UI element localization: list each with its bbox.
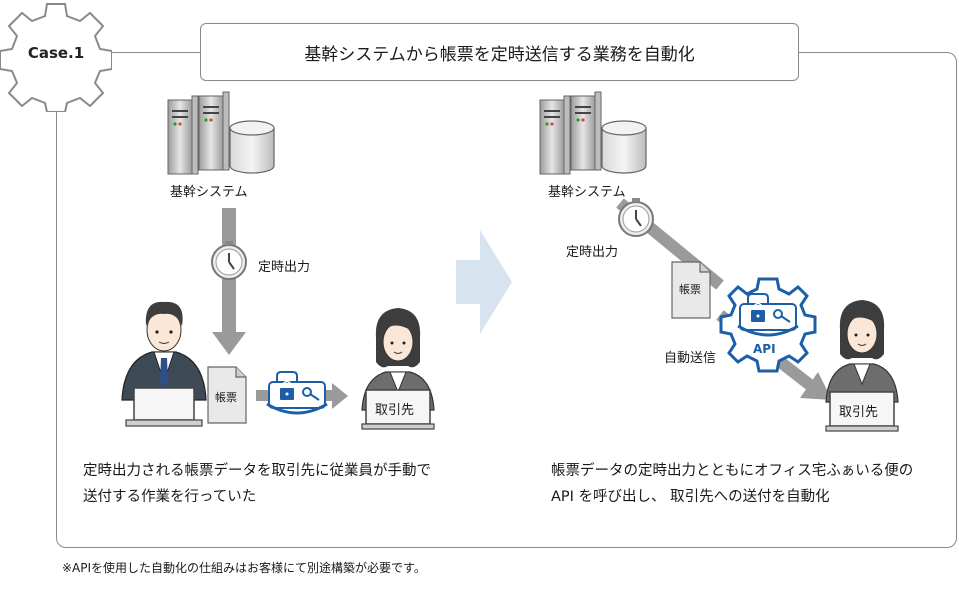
clock-icon — [211, 240, 247, 280]
system-label-before: 基幹システム — [170, 185, 248, 200]
page-title: 基幹システムから帳票を定時送信する業務を自動化 — [304, 44, 695, 65]
case-label: Case.1 — [27, 44, 85, 62]
description-after: 帳票データの定時出力とともにオフィス宅ふぁいる便の API を呼び出し、 取引先… — [551, 463, 914, 505]
schedule-label-before: 定時出力 — [258, 260, 311, 275]
client-icon-after — [825, 299, 899, 403]
laptop-icon — [125, 387, 203, 427]
document-label-before: 帳票 — [215, 391, 237, 404]
employee-icon — [121, 301, 207, 401]
title-box: 基幹システムから帳票を定時送信する業務を自動化 — [200, 23, 799, 81]
document-label-after: 帳票 — [679, 283, 701, 296]
case-gear-icon — [0, 3, 112, 112]
send-label: 自動送信 — [664, 351, 717, 366]
server-icon-after — [539, 91, 647, 175]
transition-arrow — [456, 230, 512, 334]
recipient-label-before: 取引先 — [375, 403, 415, 418]
system-label-after: 基幹システム — [548, 185, 626, 200]
description-before: 定時出力される帳票データを取引先に従業員が手動で 送付する作業を行っていた — [83, 463, 431, 505]
server-icon — [167, 91, 275, 175]
api-label: API — [753, 342, 776, 356]
footnote: ※APIを使用した自動化の仕組みはお客様にて別途構築が必要です。 — [62, 561, 426, 575]
recipient-label-after: 取引先 — [839, 405, 879, 420]
file-service-logo-icon — [265, 370, 329, 415]
schedule-label-after: 定時出力 — [566, 245, 619, 260]
